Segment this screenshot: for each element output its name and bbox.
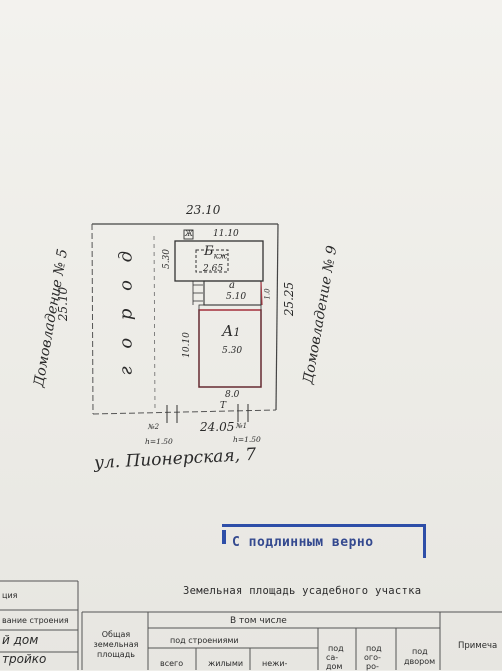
- col-under-buildings: под строениями: [170, 636, 239, 645]
- col-sub-total: всего: [160, 659, 184, 668]
- col-yard-sa-3: дом: [326, 662, 343, 671]
- gate-right-id: №1: [236, 422, 248, 430]
- col-yard-sa-2: са-: [326, 653, 339, 662]
- building-a1-width: 8.0: [225, 390, 240, 400]
- gate-left-id: №2: [148, 423, 160, 431]
- col-garden-2: ого-: [364, 653, 381, 662]
- lot-boundary-left: [91, 223, 94, 415]
- building-b-inner: [195, 249, 229, 273]
- left-frag-4: тройко: [2, 652, 47, 666]
- left-frag-2: вание строения: [2, 616, 69, 625]
- col-yard-1: под: [412, 647, 428, 656]
- col-sub-nonliving: нежи-: [262, 659, 288, 668]
- gate-right-h: h=1.50: [233, 435, 261, 444]
- table-title: Земельная площадь усадебного участка: [183, 585, 422, 597]
- building-b-depth: 5.30: [162, 248, 173, 270]
- col-total-2: земельная: [93, 640, 139, 649]
- building-a1-inner: [198, 304, 262, 388]
- dim-bottom-label: 24.05: [200, 420, 235, 434]
- lot-boundary-right: [275, 223, 279, 411]
- left-frag-1: ция: [2, 591, 18, 600]
- gate-left-h: h=1.50: [145, 437, 173, 446]
- certification-stamp: [222, 524, 426, 558]
- building-b-letter: Бкж: [204, 244, 228, 261]
- building-b-flag: [183, 229, 194, 240]
- building-a1-area: 5.30: [222, 346, 243, 356]
- col-garden-3: ро-: [366, 662, 379, 671]
- building-b-area: 2.65: [203, 264, 224, 274]
- building-a-letter: а: [229, 280, 235, 291]
- building-a1-letter: А1: [222, 322, 241, 340]
- red-mark-right: [260, 281, 263, 306]
- stamp-text: С подлинным верно: [232, 535, 374, 550]
- dim-right-label: 25.25: [282, 281, 297, 317]
- garden-label: г о р о д: [115, 244, 137, 376]
- building-a-depth: 1.0: [263, 288, 272, 300]
- lot-boundary-bottom: [92, 409, 277, 415]
- col-including: В том числе: [230, 616, 287, 626]
- col-yard-2: двором: [404, 657, 436, 666]
- building-b-flag-letter: Ж: [185, 230, 193, 238]
- col-garden-1: под: [366, 644, 382, 653]
- garden-divider: [153, 235, 156, 411]
- building-b-width: 11.10: [213, 229, 239, 239]
- col-total-3: площадь: [97, 650, 135, 659]
- col-total-1: Общая: [101, 630, 131, 639]
- dim-top-label: 23.10: [186, 203, 221, 217]
- gate-mark: Т: [220, 401, 227, 411]
- col-yard-sa-1: под: [328, 644, 344, 653]
- stamp-mark: [222, 530, 226, 544]
- col-note: Примеча: [458, 641, 498, 651]
- building-a1-depth: 10.10: [181, 332, 192, 358]
- col-sub-living: жилыми: [208, 659, 244, 668]
- left-frag-3: й дом: [2, 633, 39, 647]
- building-a-width: 5.10: [226, 292, 247, 302]
